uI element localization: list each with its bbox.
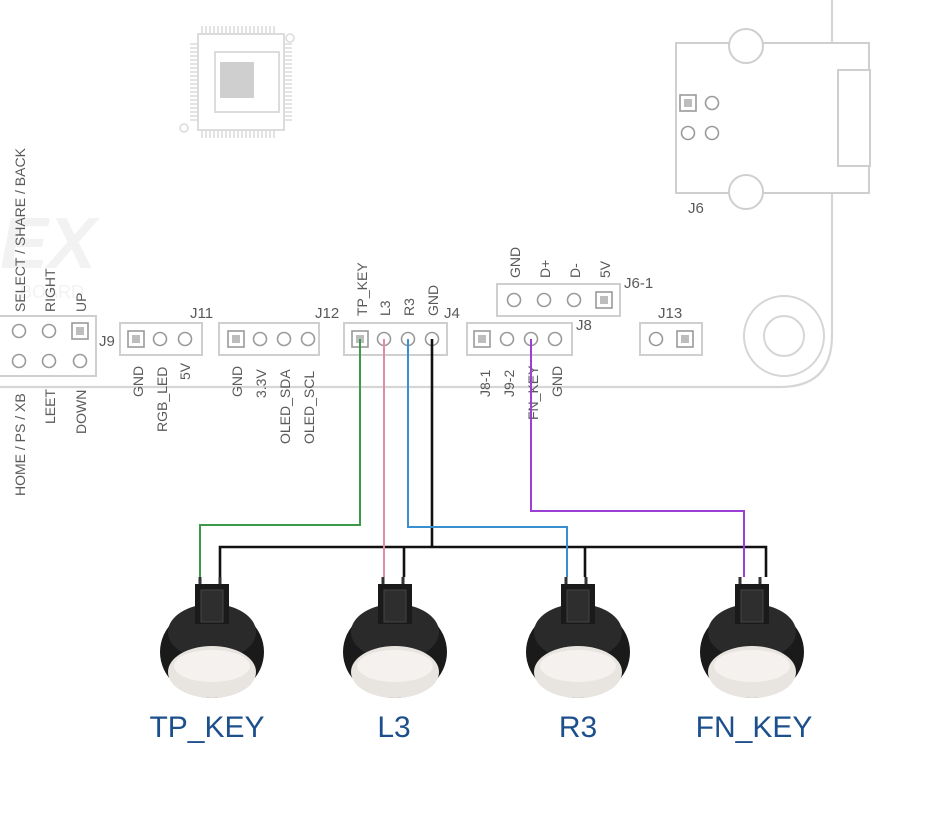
wire-tp-key xyxy=(199,339,361,577)
wire-gnd xyxy=(218,339,768,577)
j9-pin-down: DOWN xyxy=(73,390,89,434)
j13-label: J13 xyxy=(658,305,682,322)
j12-pin-gnd: GND xyxy=(229,366,245,397)
button-label-tp-key: TP_KEY xyxy=(149,711,264,744)
j8-pin-gnd: GND xyxy=(549,366,565,397)
j9-pin-select: SELECT / SHARE / BACK xyxy=(12,147,28,312)
arcade-button-fn-key xyxy=(700,577,804,698)
connector-j6-1 xyxy=(496,283,621,317)
watermark-logo: EX BOARD xyxy=(0,204,100,302)
j11-label: J11 xyxy=(190,305,213,322)
j12-pin-3v3: 3.3V xyxy=(253,369,269,398)
mcu-chip xyxy=(179,26,295,138)
wire-fn-key xyxy=(530,339,745,577)
j9-pin-right: RIGHT xyxy=(42,268,58,312)
j12-pin-scl: OLED_SCL xyxy=(301,371,317,444)
j4-pin-gnd: GND xyxy=(425,285,441,316)
j6-1-pin-dminus: D- xyxy=(567,263,583,278)
connector-j9 xyxy=(0,315,97,377)
j12-pin-sda: OLED_SDA xyxy=(277,369,293,444)
j4-pin-r3: R3 xyxy=(401,298,417,316)
j11-pin-5v: 5V xyxy=(177,362,193,380)
j4-label: J4 xyxy=(444,305,460,322)
j6-1-pin-dplus: D+ xyxy=(537,260,553,278)
svg-text:EX: EX xyxy=(0,204,100,284)
j11-pin-rgb: RGB_LED xyxy=(154,367,170,432)
j8-label: J8 xyxy=(576,317,592,334)
button-label-fn-key: FN_KEY xyxy=(696,711,813,744)
j11-pin-gnd: GND xyxy=(130,366,146,397)
connector-j12 xyxy=(218,322,320,356)
pcb-outline xyxy=(0,0,834,389)
usb-connector-j6 xyxy=(675,28,871,210)
button-label-r3: R3 xyxy=(559,711,597,744)
connector-j11 xyxy=(119,322,203,356)
j6-1-pin-gnd: GND xyxy=(507,247,523,278)
j4-pin-tpkey: TP_KEY xyxy=(354,262,370,316)
arcade-button-r3 xyxy=(526,577,630,698)
j9-pin-left: LEET xyxy=(42,389,58,424)
j6-1-label: J6-1 xyxy=(624,275,653,292)
j8-pin-fnkey: FN_KEY xyxy=(525,365,541,420)
wire-r3 xyxy=(407,339,568,577)
mounting-hole xyxy=(743,295,825,377)
connector-j8 xyxy=(466,322,573,356)
j9-pin-home: HOME / PS / XB xyxy=(12,393,28,496)
button-label-l3: L3 xyxy=(377,711,410,744)
arcade-button-tp-key xyxy=(160,577,264,698)
j6-1-pin-5v: 5V xyxy=(597,260,613,278)
j9-label: J9 xyxy=(99,333,115,350)
j12-label: J12 xyxy=(315,305,339,322)
arcade-button-l3 xyxy=(343,577,447,698)
connector-j13 xyxy=(639,322,703,356)
j8-pin-j9-2: J9-2 xyxy=(501,370,517,397)
j9-pin-up: UP xyxy=(73,293,89,312)
svg-text:BOARD: BOARD xyxy=(20,282,84,302)
j8-pin-j8-1: J8-1 xyxy=(477,370,493,397)
j6-label: J6 xyxy=(688,200,704,217)
j4-pin-l3: L3 xyxy=(377,300,393,316)
